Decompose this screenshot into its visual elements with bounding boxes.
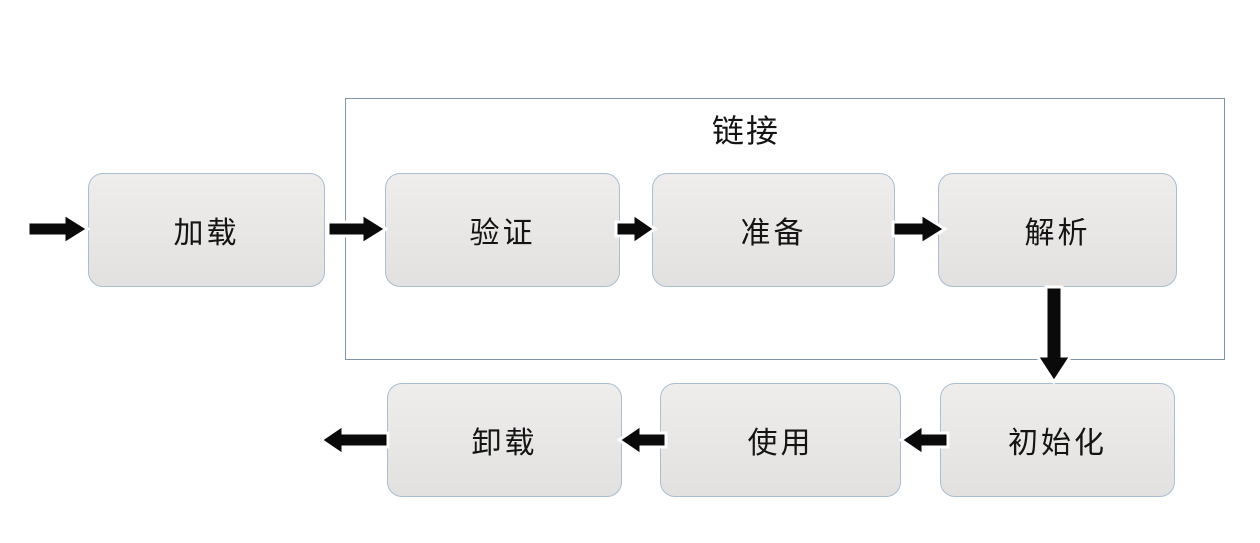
arrow-unload-to-end-icon bbox=[318, 422, 390, 458]
node-initialize: 初始化 bbox=[940, 383, 1175, 497]
group-link-label: 链接 bbox=[711, 113, 780, 149]
node-use-label: 使用 bbox=[747, 427, 814, 460]
node-load-label: 加载 bbox=[173, 217, 240, 250]
node-verify-label: 验证 bbox=[469, 217, 536, 250]
arrow-use-to-unload-icon bbox=[616, 422, 668, 458]
node-initialize-label: 初始化 bbox=[1008, 427, 1107, 460]
node-use: 使用 bbox=[660, 383, 901, 497]
arrow-start-to-load-icon bbox=[26, 211, 91, 247]
node-prepare: 准备 bbox=[652, 173, 895, 287]
node-resolve: 解析 bbox=[938, 173, 1177, 287]
node-verify: 验证 bbox=[385, 173, 620, 287]
node-resolve-label: 解析 bbox=[1024, 217, 1091, 250]
node-unload: 卸载 bbox=[387, 383, 622, 497]
node-load: 加载 bbox=[88, 173, 325, 287]
node-prepare-label: 准备 bbox=[740, 217, 807, 250]
node-unload-label: 卸载 bbox=[471, 427, 538, 460]
